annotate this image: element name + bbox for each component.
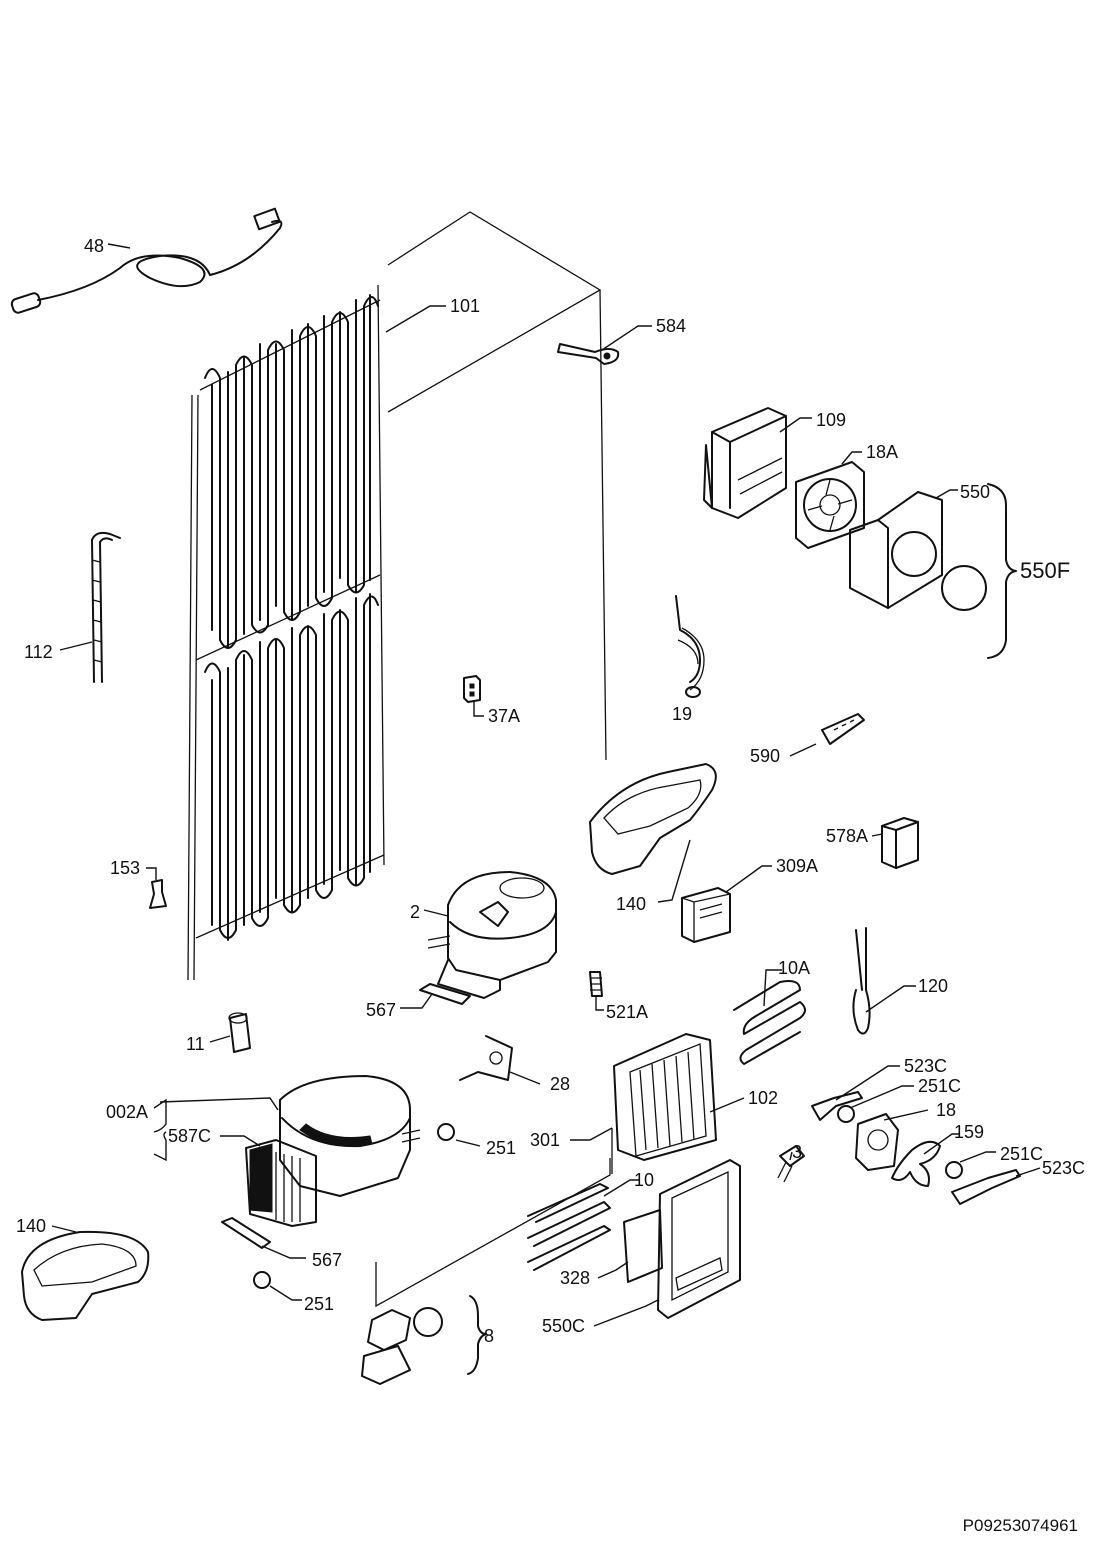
- plate-567-lower: [221, 1217, 271, 1249]
- label-567-upper: 567: [366, 1000, 396, 1020]
- label-18A: 18A: [866, 442, 898, 462]
- label-2: 2: [410, 902, 420, 922]
- label-550: 550: [960, 482, 990, 502]
- label-140-lower: 140: [16, 1216, 46, 1236]
- clip-37A: [463, 675, 481, 703]
- evaporator-102: [613, 1033, 717, 1161]
- label-550F: 550F: [1020, 558, 1070, 583]
- label-251-upper: 251: [486, 1138, 516, 1158]
- label-251-lower: 251: [304, 1294, 334, 1314]
- drip-tray-upper: [589, 763, 717, 875]
- heater-10: [527, 1183, 611, 1271]
- label-251C-lower: 251C: [1000, 1144, 1043, 1164]
- label-120: 120: [918, 976, 948, 996]
- label-002A: 002A: [106, 1102, 148, 1122]
- label-159: 159: [954, 1122, 984, 1142]
- sensor-cable: [10, 207, 283, 314]
- drawing-code: P09253074961: [962, 1516, 1078, 1535]
- label-328: 328: [560, 1268, 590, 1288]
- part-labels: 48 101 584 109 18A 550 550F 112 19 37A 5…: [16, 236, 1085, 1346]
- sensor-120: [852, 927, 871, 1035]
- plate-567-upper: [419, 983, 471, 1005]
- label-521A: 521A: [606, 1002, 648, 1022]
- fan-blade-159: [891, 1140, 941, 1187]
- label-3: 3: [792, 1142, 802, 1162]
- label-48: 48: [84, 236, 104, 256]
- compressor-upper: [427, 871, 557, 999]
- motor-18: [855, 1113, 899, 1171]
- label-550C: 550C: [542, 1316, 585, 1336]
- label-153: 153: [110, 858, 140, 878]
- label-309A: 309A: [776, 856, 818, 876]
- clip-584: [557, 343, 620, 365]
- label-10: 10: [634, 1170, 654, 1190]
- label-523C-lower: 523C: [1042, 1158, 1085, 1178]
- screw-521A: [589, 971, 603, 997]
- compressor-lower: [245, 1075, 421, 1227]
- label-37A: 37A: [488, 706, 520, 726]
- label-584: 584: [656, 316, 686, 336]
- cabinet-outline: [375, 211, 611, 1308]
- heater-10A: [733, 980, 806, 1065]
- block-590: [821, 713, 865, 745]
- condenser-coil: [187, 284, 385, 981]
- cover-550: [849, 483, 1017, 659]
- label-109: 109: [816, 410, 846, 430]
- bracket-523C-upper: [811, 1091, 863, 1121]
- label-18: 18: [936, 1100, 956, 1120]
- leader-lines: [51, 243, 1041, 1327]
- cable-19: [675, 595, 705, 698]
- label-102: 102: [748, 1088, 778, 1108]
- label-251C-upper: 251C: [918, 1076, 961, 1096]
- bracket-578A: [881, 817, 919, 869]
- label-8: 8: [484, 1326, 494, 1346]
- drip-tray-lower: [21, 1230, 150, 1321]
- nut-251-upper: [437, 1123, 455, 1141]
- plug-153: [149, 879, 167, 909]
- cover-550C: [657, 1159, 741, 1319]
- starter-kit-8: [361, 1295, 487, 1385]
- label-10A: 10A: [778, 958, 810, 978]
- label-301: 301: [530, 1130, 560, 1150]
- fan-18A: [795, 461, 865, 549]
- nut-251-lower: [253, 1271, 271, 1289]
- bracket-28: [459, 1035, 513, 1081]
- label-587C: 587C: [168, 1126, 211, 1146]
- label-11: 11: [186, 1034, 205, 1054]
- lamp-3: [777, 1145, 805, 1183]
- nut-251C-upper: [837, 1105, 855, 1123]
- label-523C-upper: 523C: [904, 1056, 947, 1076]
- relay-309A: [681, 887, 731, 943]
- label-590: 590: [750, 746, 780, 766]
- label-140-upper: 140: [616, 894, 646, 914]
- label-578A: 578A: [826, 826, 868, 846]
- bracket-523C-lower: [951, 1169, 1021, 1205]
- label-567-lower: 567: [312, 1250, 342, 1270]
- label-101: 101: [450, 296, 480, 316]
- capacitor-11: [228, 1012, 251, 1053]
- label-19: 19: [672, 704, 692, 724]
- fan-housing: [703, 407, 787, 519]
- label-28: 28: [550, 1074, 570, 1094]
- label-112: 112: [24, 642, 53, 662]
- drain-tube: [91, 531, 121, 683]
- nut-251C-lower: [945, 1161, 963, 1179]
- panel-328: [623, 1209, 663, 1283]
